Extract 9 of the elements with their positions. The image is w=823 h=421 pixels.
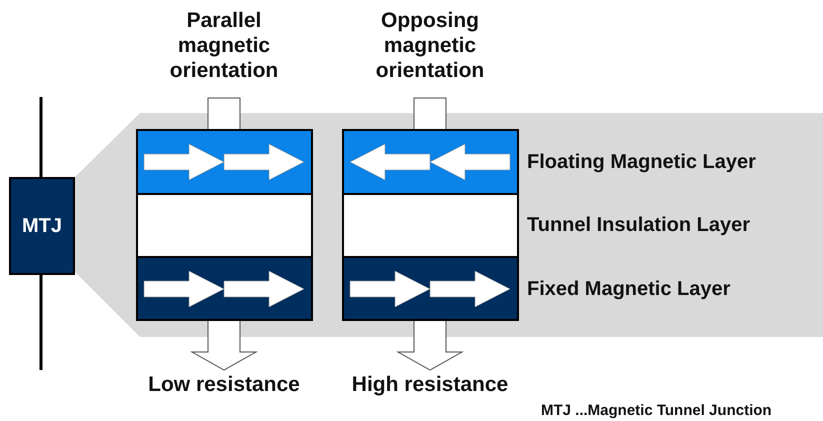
resistance-label: Low resistance [147, 372, 301, 397]
layer-label: Fixed Magnetic Layer [527, 277, 730, 301]
component-box: MTJ [9, 177, 75, 275]
layer-label: Floating Magnetic Layer [527, 150, 756, 174]
layer-label: Tunnel Insulation Layer [527, 213, 750, 237]
orientation-label: Opposing magnetic orientation [374, 8, 486, 83]
orientation-label: Parallel magnetic orientation [168, 8, 280, 83]
footnote: MTJ ...Magnetic Tunnel Junction [541, 402, 772, 420]
resistance-label: High resistance [350, 372, 510, 397]
